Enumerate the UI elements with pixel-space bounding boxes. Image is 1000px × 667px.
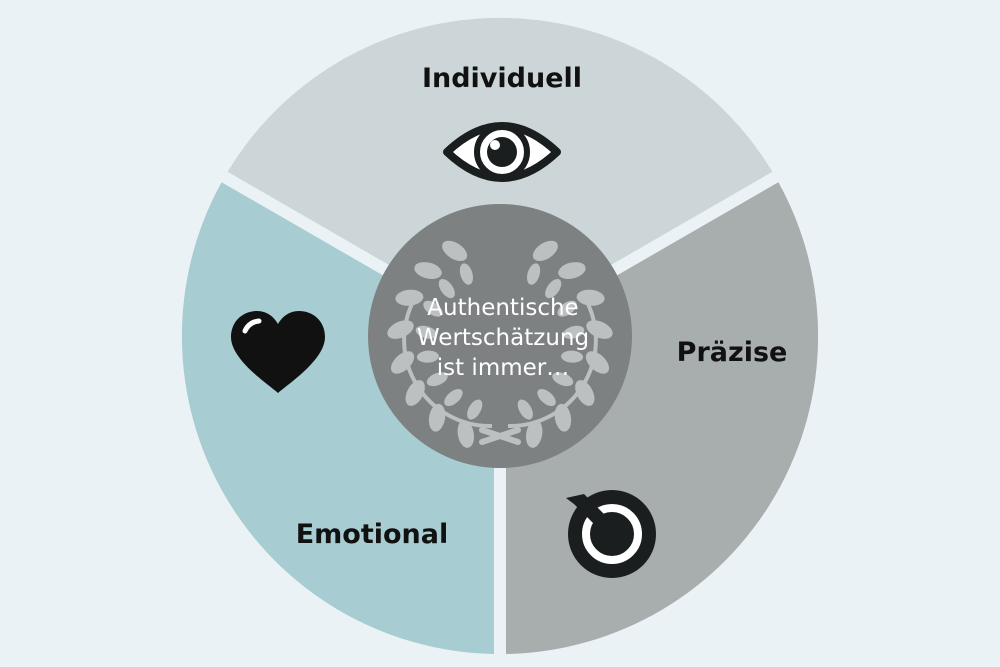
laurel-leaf <box>390 351 415 374</box>
laurel-leaf <box>426 372 448 387</box>
laurel-leaf <box>537 388 556 407</box>
laurel-leaf <box>415 325 438 339</box>
eye-icon <box>443 122 561 182</box>
laurel-leaf <box>562 325 585 339</box>
laurel-leaf <box>444 388 463 407</box>
laurel-wreath-icon <box>387 240 613 448</box>
laurel-leaf <box>414 262 442 280</box>
laurel-leaf <box>442 240 468 262</box>
laurel-leaf <box>558 262 586 280</box>
laurel-leaf <box>423 300 443 317</box>
laurel-leaf <box>585 351 610 374</box>
laurel-leaf <box>561 350 584 363</box>
laurel-leaf <box>552 372 574 387</box>
laurel-leaf <box>438 279 455 299</box>
laurel-stem <box>402 291 598 429</box>
laurel-leaf <box>459 263 473 285</box>
center-line-2: Wertschätzung <box>417 325 589 351</box>
segment-emotional <box>181 182 494 654</box>
target-arrow-icon <box>566 490 656 578</box>
heart-icon <box>231 311 325 393</box>
center-line-1: Authentische <box>427 295 578 321</box>
laurel-leaf <box>557 300 577 317</box>
laurel-bow <box>479 427 521 445</box>
laurel-leaf <box>532 240 558 262</box>
laurel-leaf <box>517 399 533 420</box>
label-individuell: Individuell <box>422 63 582 94</box>
laurel-leaf <box>467 399 483 420</box>
label-emotional: Emotional <box>296 519 449 550</box>
laurel-leaf <box>527 263 541 285</box>
laurel-leaf <box>416 350 439 363</box>
center-line-3: ist immer… <box>437 355 570 381</box>
laurel-leaf <box>545 279 562 299</box>
laurel-leaf <box>457 420 475 448</box>
label-praezise: Präzise <box>677 337 788 368</box>
laurel-leaf <box>525 420 543 448</box>
